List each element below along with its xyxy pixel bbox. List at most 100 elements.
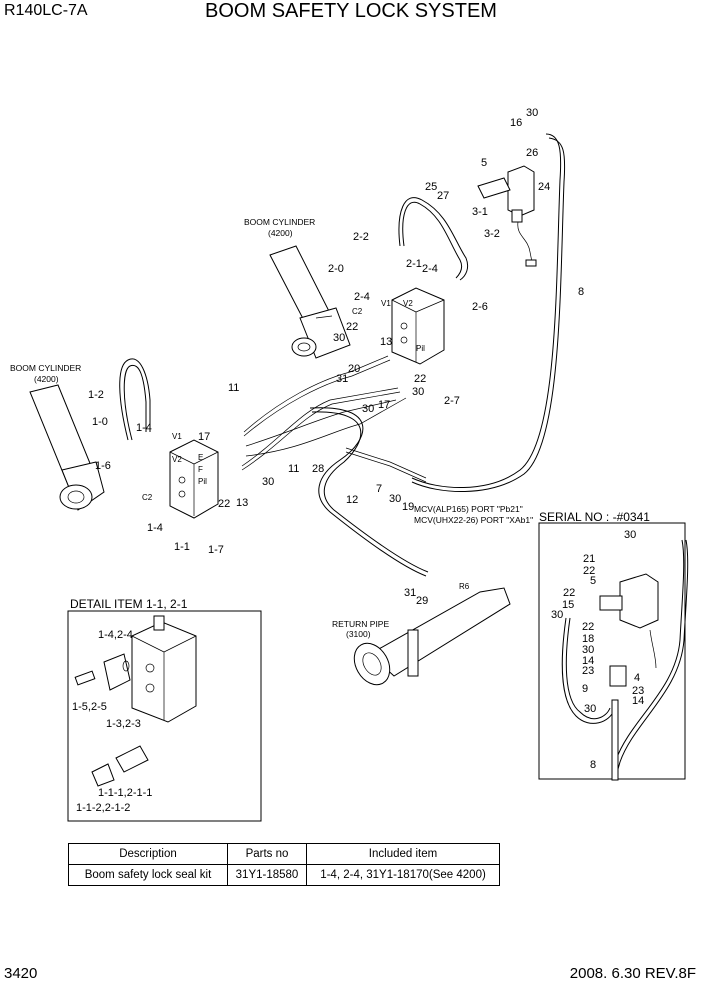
serial-assembly xyxy=(561,539,689,781)
boom-cylinder-right xyxy=(269,245,351,359)
part-label: 30 xyxy=(584,703,596,715)
part-label: 17 xyxy=(378,399,390,411)
part-label: 1-1 xyxy=(174,541,190,553)
part-label: 4 xyxy=(634,672,640,684)
part-label: E xyxy=(198,453,203,462)
table-header: Description xyxy=(68,843,228,865)
part-label: 20 xyxy=(348,363,360,375)
part-label: 17 xyxy=(198,431,210,443)
part-label: 30 xyxy=(333,332,345,344)
part-label: 30 xyxy=(262,476,274,488)
table-cell: 1-4, 2-4, 31Y1-18170(See 4200) xyxy=(306,864,500,886)
part-label: 2-6 xyxy=(472,301,488,313)
part-label: 30 xyxy=(624,529,636,541)
caption-mcv-port-2: MCV(UHX22-26) PORT "XAb1" xyxy=(414,515,533,525)
part-label: 26 xyxy=(526,147,538,159)
part-label: C2 xyxy=(142,493,153,502)
seal-kit-table: Description Parts no Included item Boom … xyxy=(68,843,500,886)
part-label: 23 xyxy=(632,685,644,697)
serial-title: SERIAL NO : -#0341 xyxy=(539,510,650,524)
part-label: 2-4 xyxy=(422,263,438,275)
caption-return-pipe: RETURN PIPE xyxy=(332,619,389,629)
part-label: 1-3,2-3 xyxy=(106,718,141,730)
part-label: Pil xyxy=(416,344,425,353)
part-label: 18 xyxy=(582,633,594,645)
part-label: 14 xyxy=(632,695,644,707)
part-label: 1-2 xyxy=(88,389,104,401)
part-label: 12 xyxy=(346,494,358,506)
part-label: Pil xyxy=(198,477,207,486)
part-label: 2-4 xyxy=(354,291,370,303)
safety-valve-1-1 xyxy=(169,439,219,519)
part-label: 30 xyxy=(551,609,563,621)
part-label: 31 xyxy=(336,373,348,385)
solenoid-valve-3 xyxy=(477,165,537,267)
part-label: 30 xyxy=(389,493,401,505)
table-header: Parts no xyxy=(227,843,307,865)
caption-boom-cylinder-left-ref: (4200) xyxy=(34,374,59,384)
part-label: 2-2 xyxy=(353,231,369,243)
return-pipe xyxy=(353,587,511,686)
part-label: 30 xyxy=(582,644,594,656)
part-label: 30 xyxy=(412,386,424,398)
part-label: V2 xyxy=(403,299,413,308)
part-label: 9 xyxy=(582,683,588,695)
part-label: 22 xyxy=(414,373,426,385)
part-label: 1-4 xyxy=(147,522,163,534)
part-label: 13 xyxy=(236,497,248,509)
part-label: 21 xyxy=(583,553,595,565)
part-label: 14 xyxy=(582,655,594,667)
part-label: 2-0 xyxy=(328,263,344,275)
part-label: 11 xyxy=(288,463,299,475)
part-label: 30 xyxy=(526,107,538,119)
part-label: 1-1-1,2-1-1 xyxy=(98,787,152,799)
part-label: 22 xyxy=(583,565,595,577)
part-label: 22 xyxy=(582,621,594,633)
part-label: 23 xyxy=(582,665,594,677)
detail-valve xyxy=(74,615,197,787)
part-label: 27 xyxy=(437,190,449,202)
caption-boom-cylinder-left: BOOM CYLINDER xyxy=(10,363,81,373)
detail-title: DETAIL ITEM 1-1, 2-1 xyxy=(70,597,188,611)
part-label: C2 xyxy=(352,307,363,316)
page-number: 3420 xyxy=(4,965,38,982)
model-number: R140LC-7A xyxy=(4,2,88,19)
caption-return-pipe-ref: (3100) xyxy=(346,629,371,639)
part-label: 13 xyxy=(380,336,392,348)
part-label: 28 xyxy=(312,463,324,475)
revision-date: 2008. 6.30 REV.8F xyxy=(569,965,696,982)
part-label: F xyxy=(198,465,203,474)
part-label: 3-2 xyxy=(484,228,500,240)
part-label: 5 xyxy=(590,575,596,587)
caption-boom-cylinder-right: BOOM CYLINDER xyxy=(244,217,315,227)
part-label: 1-0 xyxy=(92,416,108,428)
part-label: 2-7 xyxy=(444,395,460,407)
part-label: 1-1-2,2-1-2 xyxy=(76,802,130,814)
part-label: 1-6 xyxy=(95,460,111,472)
part-label: 1-4 xyxy=(136,422,152,434)
part-label: 3-1 xyxy=(472,206,488,218)
part-label: 1-5,2-5 xyxy=(72,701,107,713)
boom-cylinder-left xyxy=(29,384,105,511)
part-label: V1 xyxy=(172,432,182,441)
part-label: 19 xyxy=(402,501,414,513)
caption-mcv-port-1: MCV(ALP165) PORT "Pb21" xyxy=(414,504,523,514)
part-label: 1-4,2-4 xyxy=(98,629,133,641)
part-label: 29 xyxy=(416,595,428,607)
part-label: 31 xyxy=(404,587,416,599)
part-label: R6 xyxy=(459,582,470,591)
table-header-row: Description Parts no Included item xyxy=(68,843,500,865)
part-label: 1-7 xyxy=(208,544,224,556)
part-label: 5 xyxy=(481,157,487,169)
part-label: 8 xyxy=(590,759,596,771)
part-label: V2 xyxy=(172,455,182,464)
part-label: 24 xyxy=(538,181,550,193)
part-label: V1 xyxy=(381,299,391,308)
part-label: 22 xyxy=(563,587,575,599)
page-title: BOOM SAFETY LOCK SYSTEM xyxy=(205,0,497,22)
table-cell: 31Y1-18580 xyxy=(227,864,307,886)
part-label: 16 xyxy=(510,117,522,129)
part-label: 25 xyxy=(425,181,437,193)
